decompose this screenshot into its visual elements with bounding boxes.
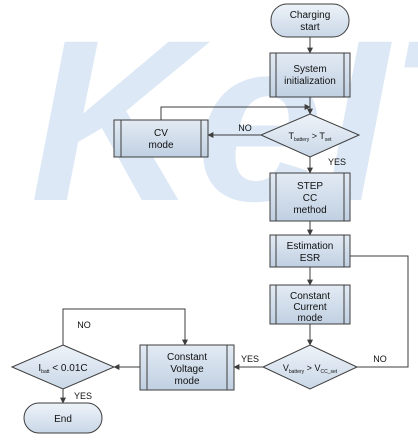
cv2-line-3: mode <box>174 376 199 387</box>
cv-mode2-box: Constant Voltage mode <box>139 344 235 391</box>
cv-mode-box: CV mode <box>113 119 209 158</box>
label-current-yes: YES <box>74 391 92 401</box>
connectors <box>60 37 409 404</box>
volt-op: > <box>304 363 314 373</box>
edge-volt-no-loop <box>310 253 409 368</box>
temp-a-main: T <box>288 131 294 141</box>
estimation-box: Estimation ESR <box>269 234 351 268</box>
step-cc-box: STEP CC method <box>269 172 351 222</box>
end-label: End <box>54 414 72 425</box>
watermark-text: KeIT <box>30 0 418 249</box>
step-line-3: method <box>293 205 326 216</box>
edge-current-no-loop <box>62 308 188 346</box>
label-temp-no: NO <box>238 123 252 133</box>
temp-op: > <box>309 131 319 141</box>
label-volt-no: NO <box>373 354 387 364</box>
edge-cv-loop <box>160 104 311 120</box>
temp-a-sub: battery <box>294 137 310 143</box>
current-a-main: I <box>38 363 41 374</box>
label-current-no: NO <box>77 320 91 330</box>
start-line-2: start <box>300 22 320 33</box>
init-line-2: initialization <box>284 76 336 87</box>
end-terminal: End <box>23 402 103 434</box>
svg-text:Ibatt < 0.01C: Ibatt < 0.01C <box>38 363 87 375</box>
current-decision: Ibatt < 0.01C <box>10 344 116 390</box>
start-terminal: Charging start <box>270 3 350 38</box>
current-op: < 0.01C <box>50 363 88 374</box>
cc-line-1: Constant <box>290 291 330 302</box>
step-line-2: CC <box>303 193 317 204</box>
start-line-1: Charging <box>290 10 331 21</box>
voltage-decision: Vbattery > VCC_set <box>261 344 359 390</box>
est-line-2: ESR <box>300 253 321 264</box>
init-process-box: System initialization <box>269 52 351 98</box>
volt-a-sub: battery <box>289 369 305 375</box>
watermark-logo: KeIT <box>30 0 418 249</box>
label-volt-yes: YES <box>241 354 259 364</box>
label-temp-yes: YES <box>328 157 346 167</box>
edge-labels: NO YES YES NO NO YES <box>74 123 387 401</box>
temperature-decision: Tbattery > Tset <box>259 113 361 158</box>
volt-b-sub: CC_set <box>320 369 337 375</box>
temp-b-sub: set <box>325 137 332 143</box>
current-a-sub: batt <box>41 369 50 375</box>
cv2-line-2: Voltage <box>170 364 204 375</box>
cv2-line-1: Constant <box>167 352 207 363</box>
step-line-1: STEP <box>297 181 323 192</box>
init-line-1: System <box>293 64 326 75</box>
cv-line-2: mode <box>148 140 173 151</box>
svg-text:Tbattery > Tset: Tbattery > Tset <box>288 131 332 143</box>
est-line-1: Estimation <box>287 241 334 252</box>
svg-text:Vbattery > VCC_set: Vbattery > VCC_set <box>283 363 338 375</box>
cc-mode-box: Constant Current mode <box>269 284 351 325</box>
volt-b-main: V <box>314 363 320 373</box>
cc-line-2: Current <box>293 302 327 313</box>
cv-line-1: CV <box>154 128 168 139</box>
temp-b-main: T <box>319 131 325 141</box>
volt-a-main: V <box>283 363 289 373</box>
cc-line-3: mode <box>297 313 322 324</box>
